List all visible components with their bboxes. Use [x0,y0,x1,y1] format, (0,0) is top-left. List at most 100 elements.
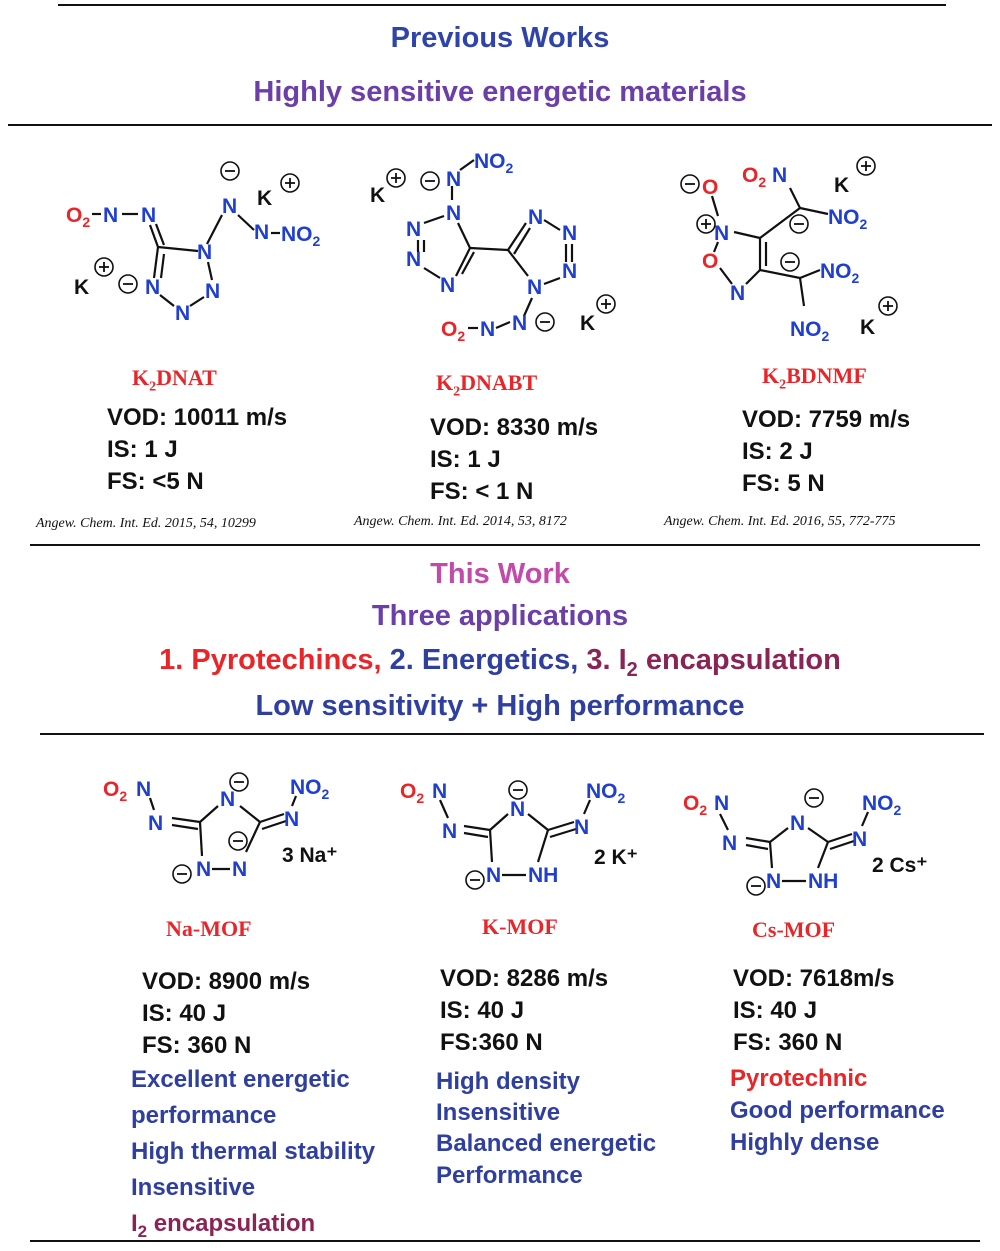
reference-k2dnabt: Angew. Chem. Int. Ed. 2014, 53, 8172 [354,514,567,529]
reference-k2bdnmf: Angew. Chem. Int. Ed. 2016, 55, 772-775 [664,514,896,529]
atom-n: N [406,218,421,241]
feature-na-mof: High thermal stability [131,1138,376,1165]
atom-n: N [103,204,118,227]
feature-cs-mof-pyrotechnic: Pyrotechnic [730,1065,868,1092]
molecule-k2dnat: N N N N N N O2 N N NO2 K K [66,161,321,325]
atom-n: N [205,280,220,303]
molecule-k2bdnmf: N O N O O2 N NO2 NO2 [680,156,898,344]
atom-n: N [766,870,781,893]
atom-n: N [714,792,729,815]
atom-n: N [406,248,421,271]
atom-n: N [772,164,787,187]
o2-group: O2 [66,204,90,230]
feature-na-mof: Insensitive [131,1174,256,1201]
applications-line: 1. Pyrotechincs, 2. Energetics, 3. I2 en… [0,644,1000,682]
fs-cs-mof: FS: 360 N [733,1029,843,1056]
counter-ion-cs: 2 Cs⁺ [872,854,927,877]
atom-n: N [562,222,577,245]
vod-k-mof: VOD: 8286 m/s [440,965,609,992]
no2-group: NO2 [290,776,330,802]
atom-n: N [446,168,461,191]
atom-n: N [528,206,543,229]
vod-cs-mof: VOD: 7618m/s [733,965,895,992]
atom-n: N [527,276,542,299]
o2-group: O2 [742,164,766,190]
compound-name-k2dnabt: K2DNABT [436,370,538,400]
feature-cs-mof: Good performance [730,1097,945,1124]
potassium: K [834,174,849,197]
feature-na-mof-i2-encapsulation: I2 encapsulation [131,1210,316,1241]
atom-n: N [852,828,867,851]
counter-ion-na: 3 Na⁺ [282,844,337,867]
tagline: Low sensitivity + High performance [255,690,745,722]
vod-k2dnat: VOD: 10011 m/s [107,404,288,431]
feature-na-mof: Excellent energetic [131,1066,350,1093]
atom-n: N [220,788,235,811]
no2-group: NO2 [586,780,626,806]
atom-n: N [440,274,455,297]
fs-k2dnabt: FS: < 1 N [430,478,534,505]
application-energetics: 2. Energetics, [389,644,587,676]
mof-name-cs: Cs-MOF [752,917,836,942]
atom-n: N [254,221,269,244]
o2-group: O2 [103,778,127,804]
vod-k2bdnmf: VOD: 7759 m/s [742,406,911,433]
atom-n: N [480,318,495,341]
atom-n: N [145,276,160,299]
atom-n: N [510,798,525,821]
atom-n: N [284,808,299,831]
potassium: K [580,312,595,335]
feature-k-mof: Insensitive [436,1099,561,1126]
no2-group: NO2 [828,206,868,232]
potassium: K [74,276,89,299]
no2-group: NO2 [820,260,860,286]
reference-k2dnat: Angew. Chem. Int. Ed. 2015, 54, 10299 [36,516,256,531]
feature-na-mof: performance [131,1102,277,1129]
atom-n: N [136,778,151,801]
fs-k2bdnmf: FS: 5 N [742,470,825,497]
fs-k2dnat: FS: <5 N [107,468,204,495]
vod-na-mof: VOD: 8900 m/s [142,968,311,995]
fs-na-mof: FS: 360 N [142,1032,252,1059]
molecule-cs-mof-ligand: N NH N N O2 N N NO2 2 Cs⁺ [683,788,927,896]
rule-after-this-work [40,733,984,735]
no2-group: NO2 [281,223,321,249]
atom-n: N [442,820,457,843]
fs-k-mof: FS:360 N [440,1029,543,1056]
nh-group: NH [528,864,558,887]
mof-name-na: Na-MOF [166,916,252,941]
rule-after-previous [8,124,992,126]
atom-n: N [574,816,589,839]
vod-k2dnabt: VOD: 8330 m/s [430,414,599,441]
feature-cs-mof: Highly dense [730,1129,880,1156]
is-k-mof: IS: 40 J [440,997,525,1024]
this-work-title: This Work [430,558,570,590]
potassium: K [860,316,875,339]
o2-group: O2 [683,792,707,818]
potassium: K [370,184,385,207]
rule-after-refs [30,544,980,546]
this-work-subtitle: Three applications [371,600,629,632]
potassium: K [257,187,272,210]
atom-n: N [512,312,527,335]
atom-n: N [790,812,805,835]
no2-group: NO2 [862,792,902,818]
is-k2dnat: IS: 1 J [107,436,178,463]
counter-ion-k: 2 K⁺ [594,846,638,869]
atom-n: N [196,858,211,881]
compound-name-k2bdnmf: K2BDNMF [762,363,867,393]
nh-group: NH [808,870,838,893]
previous-works-title: Previous Works [390,22,610,54]
atom-n: N [197,241,212,264]
application-i2-encapsulation: 3. I2 encapsulation [586,644,841,681]
feature-k-mof: High density [436,1068,581,1095]
atom-n: N [232,858,247,881]
o2-group: O2 [400,780,424,806]
o2-group: O2 [441,318,465,344]
application-pyrotechnics: 1. Pyrotechincs, [159,644,390,676]
atom-n: N [562,260,577,283]
atom-n: N [141,204,156,227]
rule-top [58,4,946,6]
is-cs-mof: IS: 40 J [733,997,818,1024]
